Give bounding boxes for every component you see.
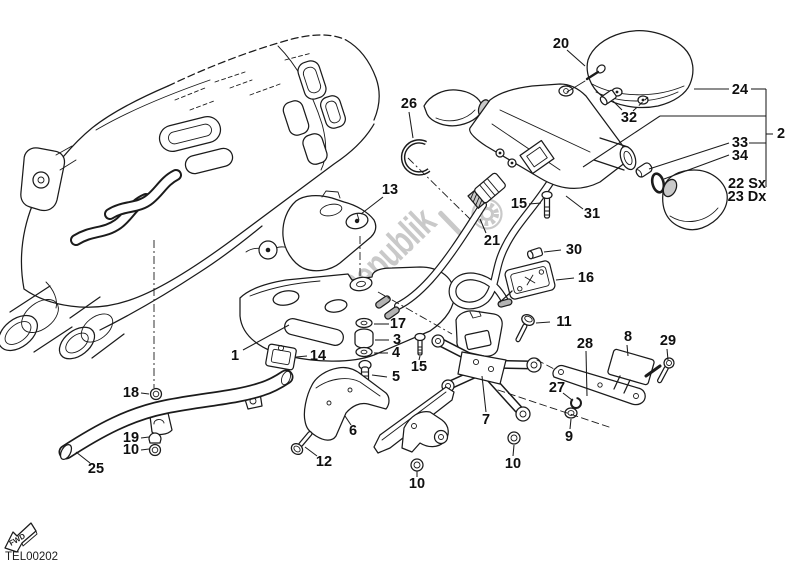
leader-line xyxy=(304,446,318,457)
callout-10: 10 xyxy=(123,442,139,458)
callout-12: 12 xyxy=(316,454,332,470)
leader-line xyxy=(562,392,573,401)
callout-18: 18 xyxy=(123,385,139,401)
grab-rail-tube-art xyxy=(58,240,294,460)
o-ring-34 xyxy=(650,172,666,194)
callout-1: 1 xyxy=(231,348,239,364)
bolt-12 xyxy=(290,431,313,456)
callout-20: 20 xyxy=(553,36,569,52)
fastener-stack xyxy=(354,317,374,385)
diagram-code: TEL00202 xyxy=(5,551,58,563)
leader-line xyxy=(535,321,551,324)
leader-line xyxy=(140,448,150,451)
leader-lines xyxy=(75,49,773,477)
leader-line xyxy=(512,444,515,457)
leader-line xyxy=(140,436,150,439)
screw-15-lower xyxy=(414,332,426,356)
callout-15: 15 xyxy=(411,359,427,375)
bulb-33 xyxy=(635,162,653,178)
callout-33: 33 xyxy=(732,135,748,151)
connector-21 xyxy=(467,172,506,209)
leader-line xyxy=(612,100,623,111)
leader-line xyxy=(528,202,542,205)
circlip-27 xyxy=(570,397,582,409)
wiring-harness-art xyxy=(375,172,557,320)
callout-23-dx: 23 Dx xyxy=(728,189,767,205)
callout-22-sx: 22 Sx xyxy=(728,176,766,192)
heat-shield-art xyxy=(239,190,455,385)
leader-line xyxy=(140,392,150,395)
callout-8: 8 xyxy=(624,329,632,345)
callout-2: 2 xyxy=(777,126,785,142)
callout-15: 15 xyxy=(511,196,527,212)
exhaust-tips xyxy=(0,225,263,360)
callout-27: 27 xyxy=(549,380,565,396)
bumper-30 xyxy=(526,247,544,260)
leader-line xyxy=(585,350,588,397)
callout-19: 19 xyxy=(123,430,139,446)
leader-line xyxy=(569,418,572,430)
screw-20 xyxy=(566,64,606,93)
leader-line xyxy=(632,96,649,112)
leader-line xyxy=(295,355,308,358)
callout-9: 9 xyxy=(565,429,573,445)
leader-line xyxy=(666,348,669,361)
callout-14: 14 xyxy=(310,348,326,364)
callout-5: 5 xyxy=(392,369,400,385)
fwd-arrow-icon: FWD xyxy=(4,522,38,553)
leader-line xyxy=(479,218,487,234)
callout-17: 17 xyxy=(390,316,406,332)
plate-holder-art xyxy=(290,157,675,472)
callout-16: 16 xyxy=(578,270,594,286)
bumper-32 xyxy=(599,89,617,106)
callout-28: 28 xyxy=(577,336,593,352)
callout-30: 30 xyxy=(566,242,582,258)
leader-line xyxy=(481,375,487,413)
leader-line xyxy=(75,451,91,464)
leader-line xyxy=(344,415,352,426)
leader-line xyxy=(582,115,661,168)
leader-line xyxy=(663,154,730,180)
callout-29: 29 xyxy=(660,333,676,349)
callout-11: 11 xyxy=(556,314,571,330)
leader-line xyxy=(626,344,629,357)
leader-line xyxy=(360,196,384,215)
leader-line xyxy=(555,277,575,281)
taillight-assembly-art xyxy=(400,30,728,231)
callout-10: 10 xyxy=(505,456,521,472)
bolt-11 xyxy=(515,314,535,343)
leader-line xyxy=(408,111,414,139)
leader-line xyxy=(566,49,586,67)
callout-21: 21 xyxy=(484,233,500,249)
callout-32: 32 xyxy=(621,110,637,126)
bolt-29 xyxy=(656,357,675,384)
pad-14 xyxy=(265,343,297,371)
callout-34: 34 xyxy=(732,148,748,164)
callout-4: 4 xyxy=(392,345,400,361)
watermark-bar xyxy=(438,210,464,238)
muffler-silencer-art xyxy=(0,34,382,360)
callout-10: 10 xyxy=(409,476,425,492)
callout-13: 13 xyxy=(382,182,398,198)
relay-box-16 xyxy=(499,260,556,303)
leader-line xyxy=(418,355,421,361)
leader-line xyxy=(242,324,290,351)
leader-line xyxy=(371,374,388,378)
callout-25: 25 xyxy=(88,461,104,477)
callout-31: 31 xyxy=(584,206,600,222)
leader-line xyxy=(565,195,584,210)
leader-line xyxy=(648,142,730,170)
screw-15-upper xyxy=(541,190,553,219)
callout-3: 3 xyxy=(393,332,401,348)
callout-6: 6 xyxy=(349,423,357,439)
callout-7: 7 xyxy=(482,412,490,428)
leader-line xyxy=(543,249,562,253)
callout-24: 24 xyxy=(732,82,748,98)
callout-26: 26 xyxy=(401,96,417,112)
